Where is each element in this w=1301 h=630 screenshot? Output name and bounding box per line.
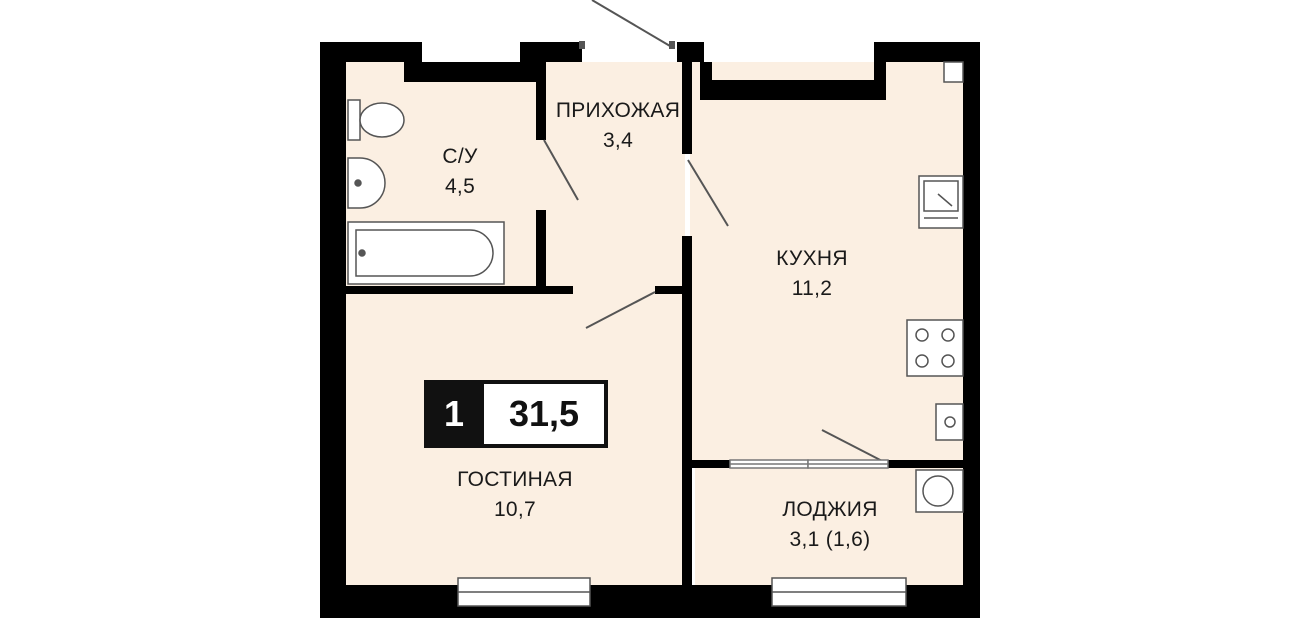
badge-total-area: 31,5 [484, 384, 604, 444]
entrance-door-jamb-right [669, 41, 675, 49]
wall-right [963, 42, 980, 618]
bathtub-icon [347, 221, 505, 285]
toilet-icon [347, 99, 405, 141]
room-loggia-area: 3,1 (1,6) [789, 528, 871, 551]
room-bathroom-name: С/У [442, 145, 478, 168]
interior-doors [543, 139, 889, 465]
bathtub-basin [355, 229, 494, 277]
wall-hall-kitchen-lower [682, 236, 692, 588]
room-living-name: ГОСТИНАЯ [457, 468, 573, 491]
room-hallway-area: 3,4 [602, 129, 634, 152]
kitchen-door-leaf [687, 159, 729, 227]
living-door-leaf [585, 291, 656, 329]
boiler-icon [935, 403, 964, 441]
stove-burner-4 [941, 354, 955, 368]
wall-hall-kitchen-upper [682, 62, 692, 154]
wall-top-left-pillar [520, 42, 582, 62]
stove-frame [906, 319, 964, 377]
wall-bath-living [345, 286, 573, 294]
windows [457, 577, 907, 607]
sink-icon [918, 175, 964, 229]
stove-burner-2 [941, 328, 955, 342]
wall-bath-top [404, 62, 536, 82]
wall-hall-living [655, 286, 685, 294]
toilet-tank [347, 99, 361, 141]
stove-icon [906, 319, 964, 377]
wall-top-left [320, 42, 422, 62]
boiler-dial [944, 416, 956, 428]
entrance-door [579, 0, 675, 49]
room-living-label: ГОСТИНАЯ 10,7 [430, 465, 600, 525]
corner-shaft [943, 61, 964, 83]
stove-burner-3 [915, 354, 929, 368]
room-kitchen-area: 11,2 [791, 277, 833, 300]
apartment-badge: 1 31,5 [424, 380, 608, 448]
wall-kitchen-loggia-left [690, 460, 730, 468]
washing-machine-drum [922, 475, 954, 507]
badge-room-count: 1 [443, 393, 465, 434]
entrance-door-leaf [591, 0, 671, 47]
floor-kitchen [690, 62, 965, 462]
stove-burner-1 [915, 328, 929, 342]
wall-bath-hall [536, 62, 546, 140]
wall-kitchen-top-notch [700, 80, 882, 100]
washbasin-bowl [347, 157, 386, 209]
wall-top-right-pillar [677, 42, 704, 62]
room-loggia-name: ЛОДЖИЯ [782, 498, 878, 521]
wall-hall-kitchen-top [700, 62, 712, 80]
wall-top-right [874, 42, 980, 62]
room-kitchen-label: КУХНЯ 11,2 [742, 244, 882, 304]
room-hallway-label: ПРИХОЖАЯ 3,4 [538, 96, 698, 156]
wall-kitchen-loggia-right [888, 460, 964, 468]
kitchen-corner-shaft [943, 61, 964, 83]
bathtub-drain [358, 249, 366, 257]
sink-faucet [937, 193, 953, 207]
room-bathroom-label: С/У 4,5 [405, 142, 515, 202]
washbasin-drain [354, 179, 362, 187]
washing-machine-icon [915, 469, 964, 513]
wall-kitchen-top-block [874, 62, 886, 100]
floor-areas [345, 62, 965, 586]
room-loggia-label: ЛОДЖИЯ 3,1 (1,6) [750, 495, 910, 555]
washbasin-icon [347, 157, 386, 209]
loggia-door-leaf [821, 429, 889, 465]
room-living-area: 10,7 [493, 498, 537, 521]
room-kitchen-name: КУХНЯ [776, 247, 848, 270]
room-bathroom-area: 4,5 [444, 175, 476, 198]
toilet-bowl [359, 102, 405, 138]
wall-left [320, 42, 346, 618]
room-hallway-name: ПРИХОЖАЯ [555, 99, 681, 122]
floor-hallway [545, 62, 685, 295]
wall-bath-hall-lower [536, 210, 546, 290]
loggia-partition [729, 459, 889, 469]
bathroom-door-leaf [543, 139, 579, 201]
entrance-door-jamb-left [579, 41, 585, 49]
